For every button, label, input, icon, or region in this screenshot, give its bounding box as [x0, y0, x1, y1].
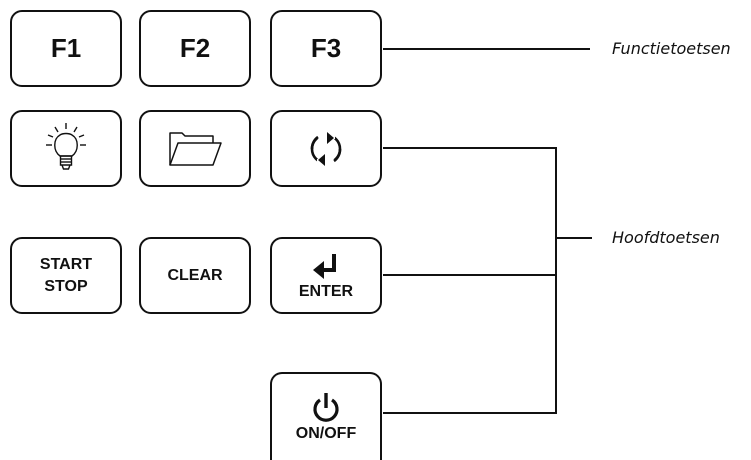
power-icon — [310, 391, 342, 425]
folder-key[interactable] — [139, 110, 251, 187]
refresh-icon — [303, 126, 349, 172]
clear-key-label: CLEAR — [167, 266, 223, 284]
light-key[interactable] — [10, 110, 122, 187]
enter-key-label: ENTER — [298, 282, 354, 300]
folder-icon — [165, 127, 225, 171]
start-label: START — [39, 255, 93, 273]
f3-key-label: F3 — [310, 33, 342, 63]
enter-key[interactable]: ENTER — [270, 237, 382, 314]
stop-label: STOP — [44, 277, 88, 295]
f1-key[interactable]: F1 — [10, 10, 122, 87]
f2-key-label: F2 — [179, 33, 211, 63]
f2-key[interactable]: F2 — [139, 10, 251, 87]
f3-key[interactable]: F3 — [270, 10, 382, 87]
enter-arrow-icon — [309, 251, 343, 283]
main-keys-label: Hoofdtoetsen — [612, 228, 720, 247]
start-stop-key[interactable]: START STOP — [10, 237, 122, 314]
function-keys-label: Functietoetsen — [612, 39, 731, 58]
on-off-key[interactable]: ON/OFF — [270, 372, 382, 460]
clear-key[interactable]: CLEAR — [139, 237, 251, 314]
lightbulb-icon — [43, 122, 89, 176]
on-off-key-label: ON/OFF — [295, 425, 357, 442]
f1-key-label: F1 — [50, 33, 82, 63]
refresh-key[interactable] — [270, 110, 382, 187]
